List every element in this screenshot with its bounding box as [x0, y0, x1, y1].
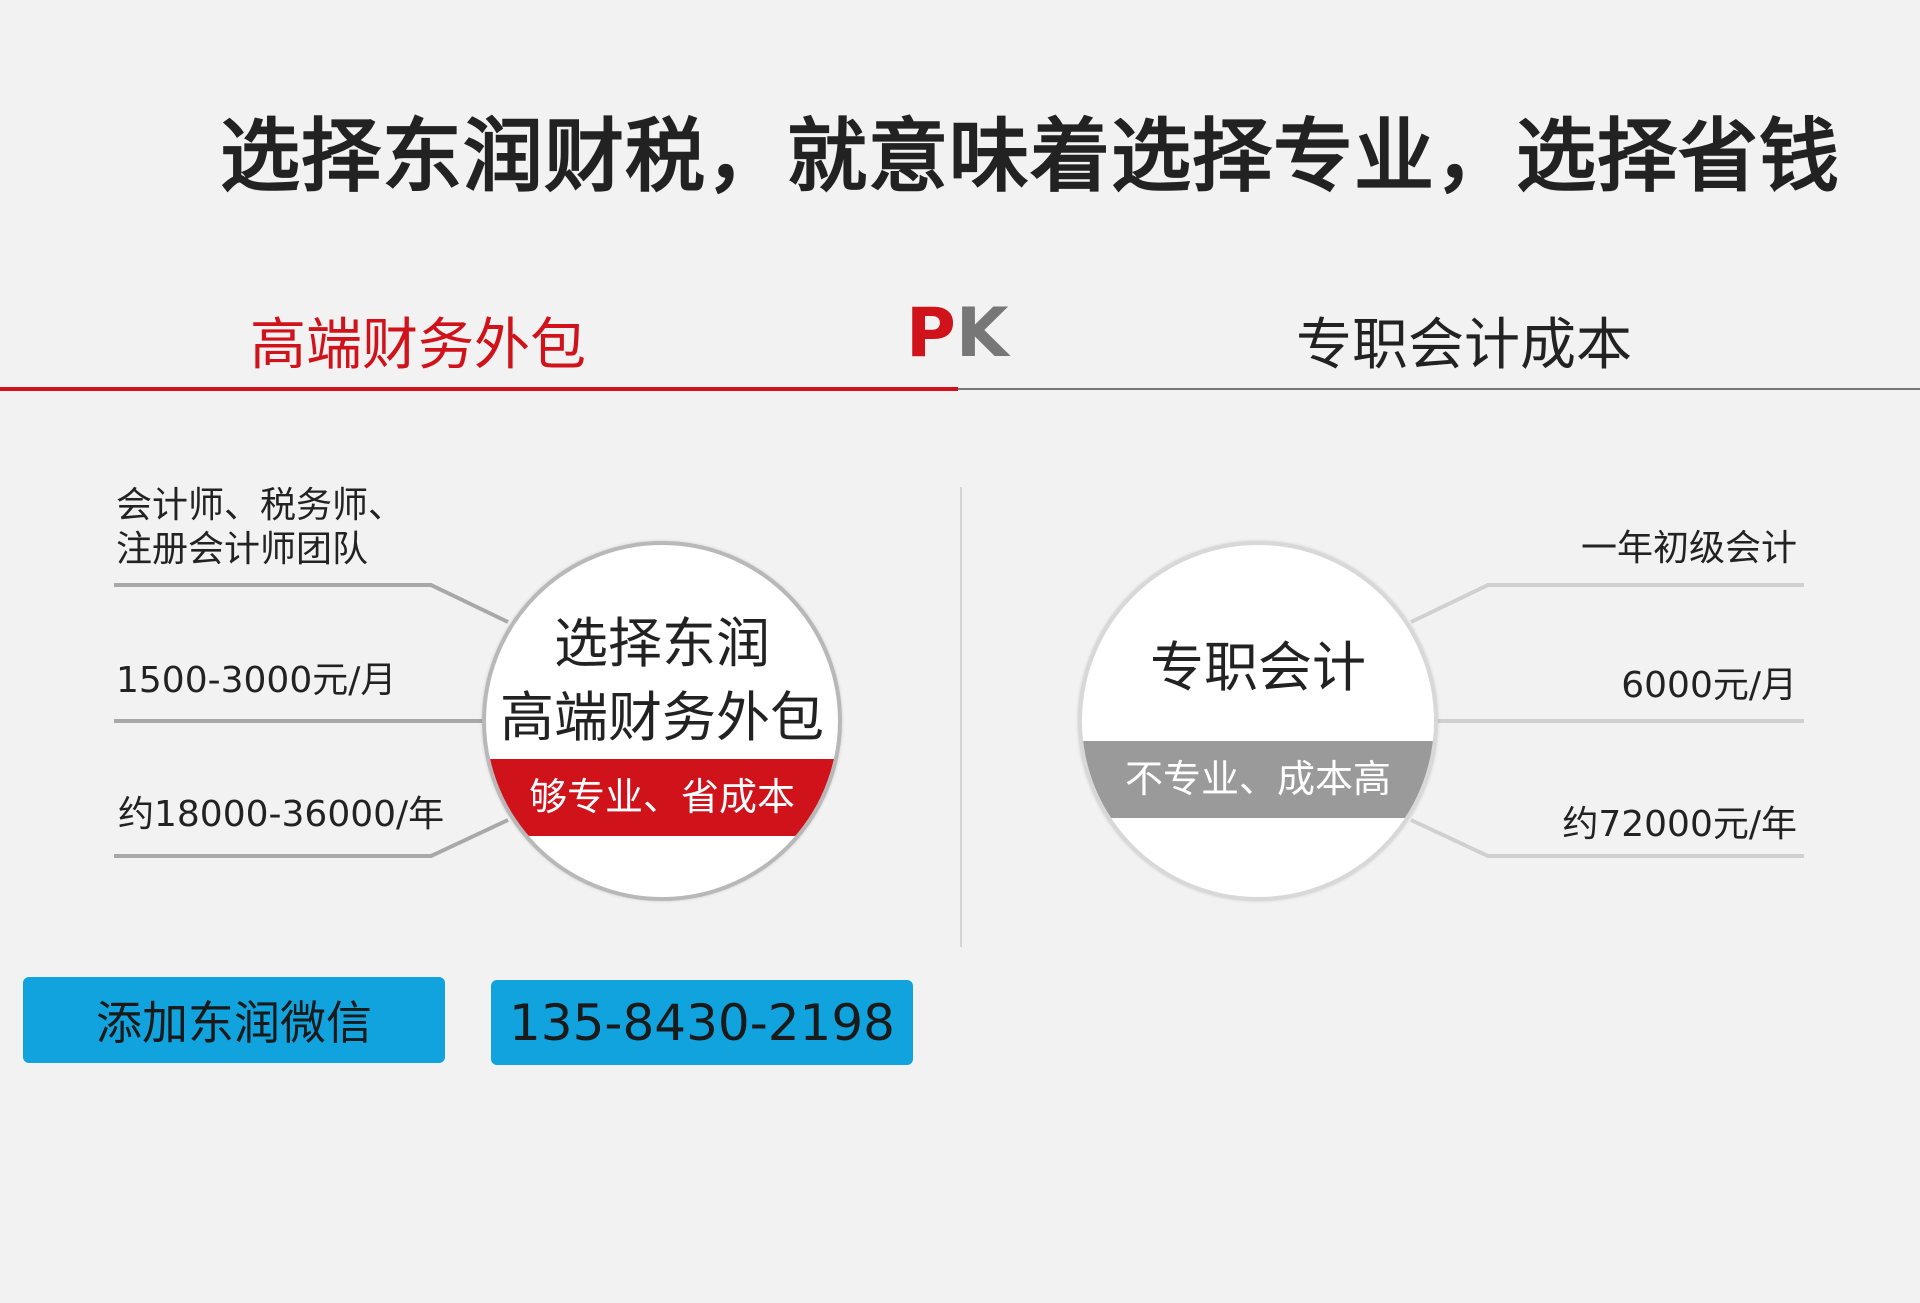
circle-title: 专职会计 — [1150, 636, 1366, 699]
left-label-team-line2: 注册会计师团队 — [116, 529, 369, 570]
phone-button[interactable]: 135-8430-2198 — [491, 980, 913, 1065]
tab-fulltime-accountant: 专职会计成本 — [1296, 313, 1632, 378]
left-label-team-line1: 会计师、税务师、 — [116, 485, 405, 526]
pk-p: P — [906, 294, 956, 373]
divider-red — [0, 387, 958, 391]
circle-band-red: 够专业、省成本 — [486, 759, 838, 836]
vertical-divider — [960, 487, 962, 947]
connector-left-3 — [114, 818, 509, 858]
tab-outsourcing: 高端财务外包 — [250, 313, 586, 378]
circle-line1: 选择东润 — [554, 612, 770, 675]
connector-right-3 — [1410, 818, 1804, 858]
headline: 选择东润财税，就意味着选择专业，选择省钱 — [220, 110, 1840, 203]
outsourcing-circle: 选择东润 高端财务外包 够专业、省成本 — [482, 541, 842, 901]
right-label-monthly: 6000元/月 — [1621, 665, 1797, 706]
left-label-team: 会计师、税务师、 注册会计师团队 — [116, 484, 404, 572]
add-wechat-button[interactable]: 添加东润微信 — [23, 977, 445, 1063]
pk-k: K — [955, 294, 1009, 373]
right-label-level: 一年初级会计 — [1580, 528, 1797, 569]
left-label-yearly: 约18000-36000/年 — [118, 794, 445, 835]
circle-band-gray: 不专业、成本高 — [1082, 741, 1434, 818]
connector-right-1 — [1410, 583, 1804, 624]
divider-gray — [958, 388, 1920, 390]
circle-line2: 高端财务外包 — [500, 686, 824, 749]
left-label-monthly: 1500-3000元/月 — [116, 660, 397, 701]
right-label-yearly: 约72000元/年 — [1562, 804, 1797, 845]
connector-left-1 — [114, 583, 509, 624]
fulltime-circle: 专职会计 不专业、成本高 — [1078, 541, 1438, 901]
pk-label: PK — [906, 294, 1009, 373]
